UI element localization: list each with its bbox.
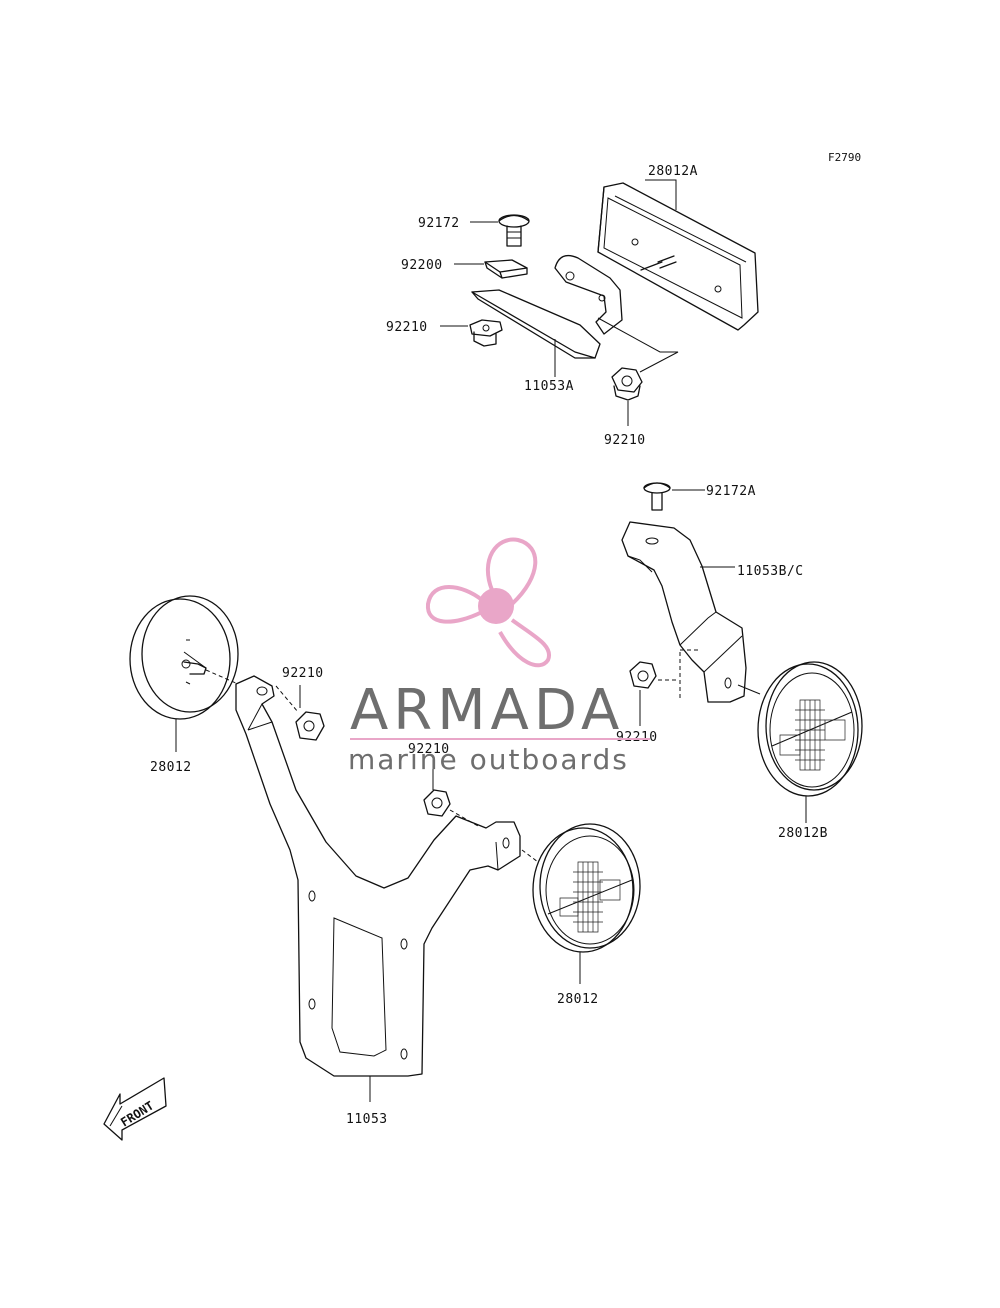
reflector-28012b [757, 661, 863, 797]
label-92172a: 92172A [706, 484, 756, 499]
label-11053a: 11053A [524, 379, 574, 394]
label-92210-left: 92210 [282, 666, 324, 681]
bracket-11053 [235, 675, 521, 1077]
armada-watermark: ARMADA marine outboards [348, 537, 650, 776]
nut-92210-left [295, 711, 325, 741]
label-28012-mid: 28012 [557, 992, 599, 1007]
nut-92210-mid [423, 789, 451, 817]
label-92210-mid: 92210 [408, 742, 450, 757]
label-92200: 92200 [401, 258, 443, 273]
leader-dashed-mount [597, 317, 679, 373]
reflector-28012-mid [532, 823, 641, 953]
leader-dashed-left-nut [275, 685, 299, 713]
leader-dashed-mid [449, 809, 479, 827]
watermark-brand: ARMADA [350, 678, 624, 743]
label-11053: 11053 [346, 1112, 388, 1127]
bracket-11053a [471, 254, 623, 359]
label-11053bc: 11053B/C [737, 564, 804, 579]
propeller-icon [425, 537, 552, 668]
bracket-11053bc [621, 521, 747, 703]
reflector-28012-left [129, 595, 239, 720]
label-92210-top-left: 92210 [386, 320, 428, 335]
leader-dashed-left [205, 669, 239, 685]
label-28012-left: 28012 [150, 760, 192, 775]
clip-92200 [484, 259, 528, 279]
label-28012a: 28012A [648, 164, 698, 179]
screw-92172 [498, 214, 530, 247]
watermark-tagline: marine outboards [348, 743, 629, 776]
nut-92210-top-left [469, 319, 503, 347]
leader-28012a [645, 179, 677, 210]
reflector-28012a [597, 182, 759, 331]
leader-dashed-28012b [737, 684, 761, 695]
front-arrow-icon: FRONT [103, 1077, 167, 1141]
nut-92210-top-bottom [611, 367, 643, 401]
label-92210-top-bottom: 92210 [604, 433, 646, 448]
nut-92210-right [629, 661, 657, 689]
label-92210-right: 92210 [616, 730, 658, 745]
label-28012b: 28012B [778, 826, 828, 841]
label-92172: 92172 [418, 216, 460, 231]
figure-code: F2790 [828, 151, 861, 164]
screw-92172a [643, 482, 671, 511]
leader-dashed-28012-mid [521, 849, 539, 863]
